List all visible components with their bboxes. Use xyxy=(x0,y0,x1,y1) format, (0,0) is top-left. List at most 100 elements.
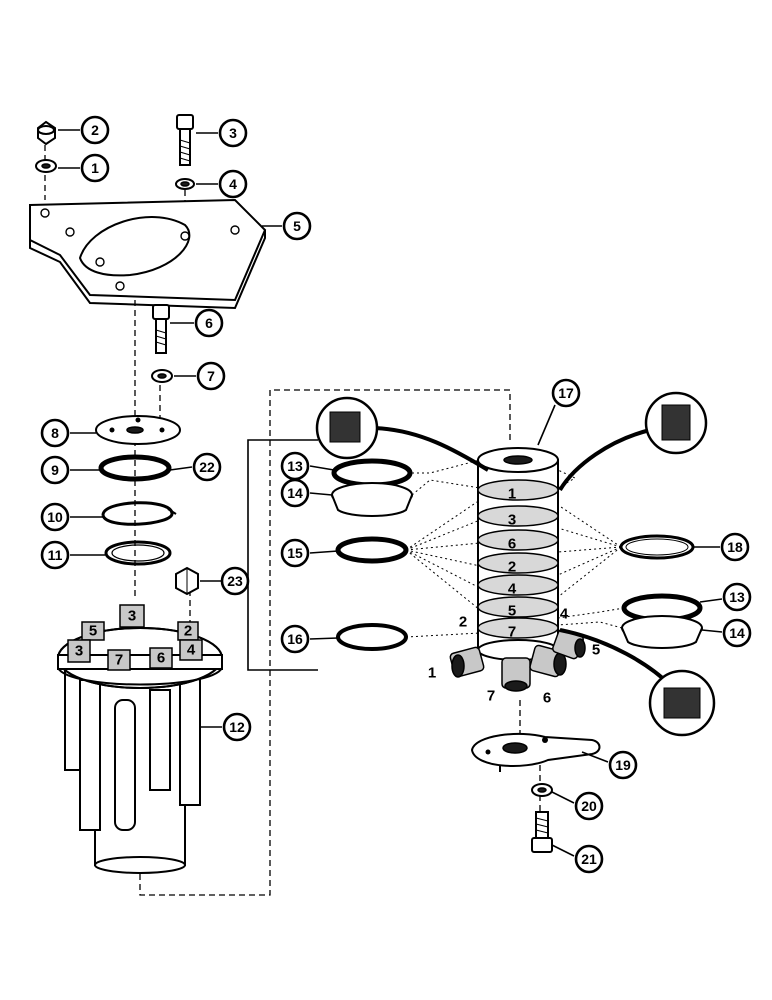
o-ring xyxy=(98,454,172,482)
svg-text:6: 6 xyxy=(508,536,516,553)
svg-text:19: 19 xyxy=(615,757,631,773)
svg-text:13: 13 xyxy=(287,458,303,474)
callout-2: 2 xyxy=(80,115,110,145)
callout-19: 19 xyxy=(608,750,638,780)
o-ring-middle xyxy=(335,536,409,564)
svg-text:6: 6 xyxy=(157,650,165,667)
port-label-1: 1 xyxy=(428,665,436,682)
svg-text:13: 13 xyxy=(729,589,745,605)
callout-leaders xyxy=(58,129,723,857)
cap xyxy=(175,566,199,596)
backup-ring xyxy=(104,540,172,566)
washer xyxy=(35,159,57,173)
callout-1: 1 xyxy=(80,153,110,183)
svg-text:17: 17 xyxy=(558,385,574,401)
spool-groove: 7 xyxy=(477,617,559,641)
svg-text:3: 3 xyxy=(508,512,516,529)
port-label-6: 6 xyxy=(543,690,551,707)
spool-groove: 3 xyxy=(477,505,559,529)
seal-section-detail xyxy=(559,628,716,737)
ring-right xyxy=(619,534,695,560)
bolt xyxy=(176,114,194,166)
wear-ring-upper xyxy=(331,482,413,517)
svg-text:7: 7 xyxy=(115,652,123,669)
seal-ring-upper xyxy=(331,458,413,488)
svg-text:4: 4 xyxy=(229,176,237,192)
seal-section-detail xyxy=(315,396,490,472)
spool-groove: 5 xyxy=(477,596,559,620)
spool-groove: 6 xyxy=(477,529,559,553)
svg-text:2: 2 xyxy=(91,122,99,138)
port-label-7: 7 xyxy=(487,688,495,705)
callout-13: 13 xyxy=(280,451,310,481)
svg-text:22: 22 xyxy=(199,459,215,475)
callout-18: 18 xyxy=(720,532,750,562)
lock-washer xyxy=(175,178,195,190)
svg-text:18: 18 xyxy=(727,539,743,555)
svg-text:20: 20 xyxy=(581,798,597,814)
callout-23: 23 xyxy=(220,566,250,596)
housing-port: 5 xyxy=(81,621,105,641)
swivel-spool: 1 3 6 2 4 5 7 xyxy=(449,447,586,692)
svg-text:2: 2 xyxy=(508,559,516,576)
callout-13-right: 13 xyxy=(722,582,752,612)
svg-text:6: 6 xyxy=(205,315,213,331)
nut xyxy=(37,120,56,146)
callout-14-right: 14 xyxy=(722,618,752,648)
callout-3: 3 xyxy=(218,118,248,148)
callout-8: 8 xyxy=(40,418,70,448)
svg-text:5: 5 xyxy=(89,623,97,640)
housing-port: 3 xyxy=(67,639,91,663)
lock-washer-lower xyxy=(151,369,173,383)
port-label-5: 5 xyxy=(592,642,600,659)
svg-text:3: 3 xyxy=(75,643,83,660)
housing-port: 4 xyxy=(179,639,203,661)
callout-15: 15 xyxy=(280,538,310,568)
port-label-2: 2 xyxy=(459,614,467,631)
spool-groove: 2 xyxy=(477,552,559,576)
housing-port: 6 xyxy=(149,647,173,669)
svg-text:5: 5 xyxy=(293,218,301,234)
svg-text:3: 3 xyxy=(229,125,237,141)
callout-11: 11 xyxy=(40,540,70,570)
svg-text:21: 21 xyxy=(581,851,597,867)
housing: 5 3 3 2 7 6 4 xyxy=(57,604,223,874)
svg-text:11: 11 xyxy=(48,547,63,563)
callout-22: 22 xyxy=(192,452,222,482)
svg-text:12: 12 xyxy=(229,719,245,735)
housing-port: 2 xyxy=(177,621,199,641)
bolt-lower xyxy=(152,304,170,354)
spool-groove: 4 xyxy=(477,574,559,598)
svg-text:14: 14 xyxy=(287,485,303,501)
flange-plate xyxy=(95,415,181,445)
spool-groove: 1 xyxy=(477,479,559,503)
svg-text:8: 8 xyxy=(51,425,59,441)
svg-text:23: 23 xyxy=(227,573,243,589)
seal-section-detail xyxy=(558,391,708,492)
svg-text:2: 2 xyxy=(184,623,192,640)
callout-16: 16 xyxy=(280,624,310,654)
housing-port: 3 xyxy=(119,604,145,628)
port-label-4: 4 xyxy=(560,606,569,623)
fitting xyxy=(552,628,586,660)
svg-text:1: 1 xyxy=(91,160,99,176)
retainer-plate xyxy=(470,732,601,772)
callout-5: 5 xyxy=(282,211,312,241)
svg-text:7: 7 xyxy=(508,624,516,641)
washer-lower xyxy=(531,783,553,797)
svg-text:15: 15 xyxy=(287,545,303,561)
housing-port: 7 xyxy=(107,649,131,671)
svg-text:9: 9 xyxy=(51,462,59,478)
callout-12: 12 xyxy=(222,712,252,742)
seal-leader-lines xyxy=(405,459,625,638)
callout-7: 7 xyxy=(196,361,226,391)
callout-21: 21 xyxy=(574,844,604,874)
callout-6: 6 xyxy=(194,308,224,338)
svg-text:5: 5 xyxy=(508,603,516,620)
seal-kit-bracket xyxy=(247,439,318,671)
fitting xyxy=(449,646,485,678)
callout-20: 20 xyxy=(574,791,604,821)
svg-text:1: 1 xyxy=(508,486,516,503)
snap-ring xyxy=(101,501,177,526)
